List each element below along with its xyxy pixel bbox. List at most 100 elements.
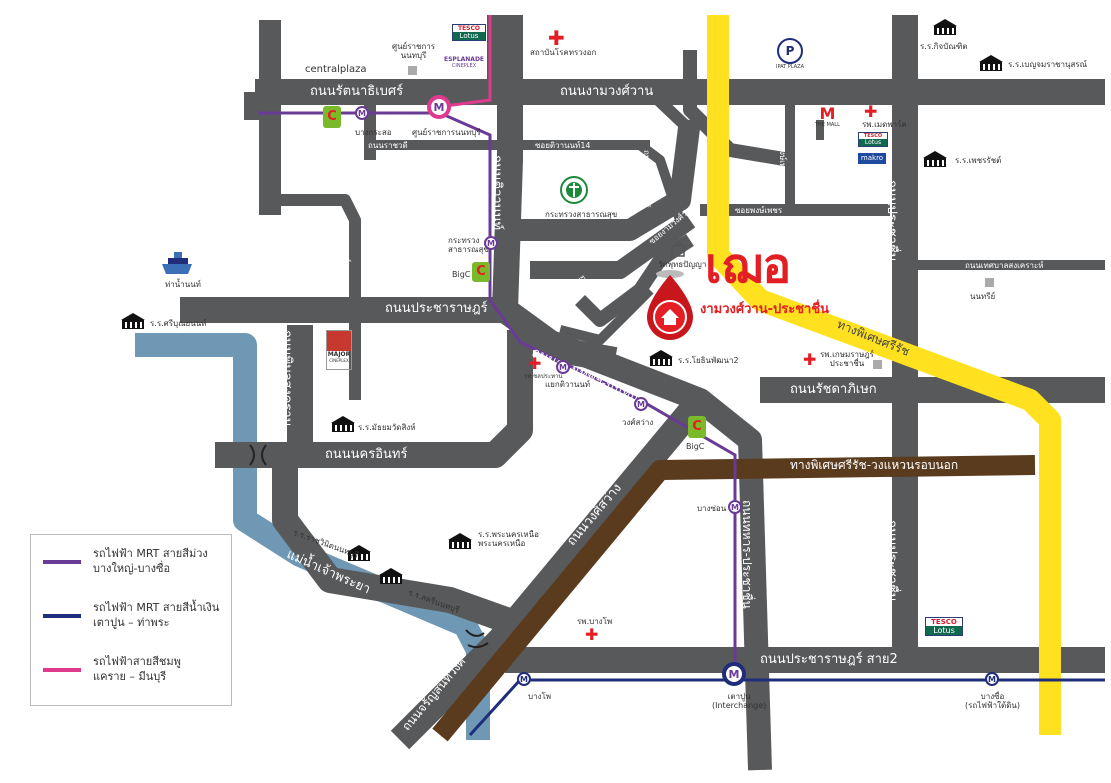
school-icon (649, 350, 673, 366)
bigc-logo: C (688, 416, 706, 438)
mrt-station-icon[interactable]: M (355, 106, 369, 120)
legend-item-pink: รถไฟฟ้าสายสีชมพูแคราย – มีนบุรี (43, 655, 181, 685)
bigc-logo: C (472, 262, 490, 282)
road-pibulsongkram: ถนนพิบูลสงคราม (279, 330, 294, 427)
hosp-bang-label: รพ.บางโพ (577, 617, 613, 626)
bridge (249, 444, 489, 649)
red-cross-icon: ✚ (528, 354, 542, 373)
station-bang-pho: บางโพ (528, 692, 552, 701)
cineplex-text: CINEPLEX (451, 63, 477, 69)
mimi-label: นนทรีย์ (970, 292, 996, 301)
road-outer-ring-expressway: ทางพิเศษศรีรัช-วงแหวนรอบนอก (790, 458, 959, 472)
mrt-station-icon[interactable]: M (728, 500, 742, 514)
red-cross-icon: ✚ (803, 350, 817, 369)
school-wat-label: ร.ร.มัธยมวัดสิงห์ (358, 423, 416, 432)
location-pin-icon[interactable] (645, 265, 695, 345)
bigc1-label: BigC (452, 270, 471, 279)
ipat-text: IPAT PLAZA (775, 64, 805, 70)
bigc2-label: BigC (686, 442, 705, 451)
mrt-station-icon[interactable]: M (484, 236, 498, 250)
school-top-label: ร.ร.กิจบัณฑิต (920, 42, 968, 51)
major-cineplex-logo: MAJOR CINEPLEX (326, 330, 352, 370)
station-bang-son: บางซ่อน (697, 504, 727, 513)
road-tiwanon: ถนนติวานนท์ (489, 155, 504, 231)
road-soi-chidlom: ถนนพงษ์เพชร (342, 232, 351, 280)
makro-logo: makro (858, 153, 886, 164)
mrt-station-icon[interactable]: M (517, 672, 531, 686)
road-kasem-sang: ถนนเกษมราษฎร์ (642, 150, 651, 208)
red-cross-icon: ✚ (864, 102, 878, 121)
bigc-logo: C (323, 106, 341, 128)
project-logo: เฌอ (705, 238, 792, 294)
tesco-lotus-logo: TESCO Lotus (452, 24, 486, 41)
school-petch-label: ร.ร.เพชรรัชต์ (955, 156, 1002, 165)
road-soi-yuttha: ซอยพงษ์เพชร (735, 206, 783, 215)
school-icon (923, 151, 947, 167)
school-icon (448, 533, 472, 549)
hosp-left-label: รพ.ชลประทาน (524, 373, 563, 380)
esplanade-text: ESPLANADE (444, 56, 485, 63)
road-ratchadaphisek: ถนนรัชดาภิเษก (790, 382, 877, 397)
harbor-label: ท่าน้ำนนท์ (165, 280, 201, 289)
ministry-station-label: กระทรวง สาธารณสุข (448, 236, 489, 255)
mrt-interchange-icon[interactable]: M (722, 662, 746, 686)
ship-icon (162, 252, 192, 274)
hospital-ngamwong-label: รพ.เมดพาร์ค (862, 120, 907, 129)
road-soi-tiwanon14: ซอยติวานนท์14 (535, 141, 591, 150)
school-ps-label: ร.ร.โยธินพัฒนา2 (678, 356, 739, 365)
pink-line (444, 15, 492, 108)
the-mall-logo: M THE MALL (815, 104, 840, 129)
temple-label: วัดพุทธปัญญา (658, 260, 707, 269)
school-icon (933, 19, 957, 35)
red-cross-icon: ✚ (548, 26, 565, 50)
legend-item-purple: รถไฟฟ้า MRT สายสีม่วงบางใหญ่-บางซื่อ (43, 547, 208, 577)
road-prachachuen-upper: ถนนประชาชื่น (884, 180, 899, 262)
school-icon (379, 568, 403, 584)
road-network (180, 15, 1105, 771)
ministry-logo-icon (560, 176, 588, 204)
road-thamen: ถนนเทศบาลสงเคราะห์ (965, 261, 1044, 270)
road-prachachuen-lower: ถนนประชาชื่น (884, 520, 899, 602)
school-icon (331, 416, 355, 432)
road-pracharat-sai2: ถนนประชาราษฎร์ สาย2 (760, 652, 898, 667)
outer-ring-expressway (432, 455, 1036, 742)
road-thaisap: ถนนพงษ์เพชร (778, 130, 787, 178)
tesco-lotus-logo: TESCO Lotus (925, 617, 963, 636)
legend-item-blue: รถไฟฟ้า MRT สายสีน้ำเงินเตาปูน – ท่าพระ (43, 601, 219, 631)
red-cross-icon: ✚ (585, 625, 599, 644)
tesco-lotus-logo: TESCO Lotus (858, 132, 888, 147)
station-bang-sue: บางซื่อ(รถไฟฟ้าใต้ดิน) (965, 692, 1020, 711)
hosp-kasem-label: รพ.เกษมราษฎร์ ประชาชื่น (820, 350, 874, 369)
mrt-station-icon[interactable]: M (985, 672, 999, 686)
map-legend: รถไฟฟ้า MRT สายสีม่วงบางใหญ่-บางซื่อ รถไ… (30, 534, 232, 706)
road-tehaan-prachachuen: ถนนทหาร-ประชาชื่น (740, 500, 754, 609)
school-rn-label: ร.ร.เบญจมราชานุสรณ์ (1008, 60, 1088, 69)
station-khae-tiwanon: แยกติวานนท์ (545, 380, 591, 389)
station-bang-krasor: บางกระสอ (355, 128, 392, 137)
sanambin-label: สถาบันโรคทรวงอก (530, 48, 597, 57)
station-wongsawang: วงศ์สว่าง (622, 418, 654, 427)
lotus-text: Lotus (453, 32, 485, 40)
station-tao-poon: เตาปูน(Interchange) (712, 692, 767, 711)
road-ngamwongwan: ถนนงามวงศ์วาน (560, 84, 654, 99)
mrt-station-icon[interactable]: M (634, 397, 648, 411)
esplanade-logo: ESPLANADE CINEPLEX (444, 56, 484, 69)
road-ratwi: ถนนราชวดี (368, 141, 408, 150)
mimi-square (985, 278, 994, 287)
mrt-interchange-icon[interactable]: M (427, 95, 451, 119)
tesco-text: TESCO (453, 25, 485, 32)
school-icon (121, 313, 145, 329)
mrt-station-icon[interactable]: M (556, 360, 570, 374)
school-icon (347, 545, 371, 561)
road-pracharat: ถนนประชาราษฎร์ (385, 301, 488, 316)
school-icon (979, 55, 1003, 71)
project-location: งามวงศ์วาน-ประชาชื่น (700, 302, 830, 317)
temple-icon (671, 239, 685, 257)
gov-center-square (408, 66, 417, 75)
central-plaza-logo: centralplaza (305, 64, 367, 75)
mrt-purple-line (258, 111, 737, 670)
road-rattanathibet: ถนนรัตนาธิเบศร์ (310, 84, 404, 99)
road-nakhon-in: ถนนนครอินทร์ (325, 447, 408, 462)
ministry-label: กระทรวงสาธารณสุข (545, 210, 618, 219)
